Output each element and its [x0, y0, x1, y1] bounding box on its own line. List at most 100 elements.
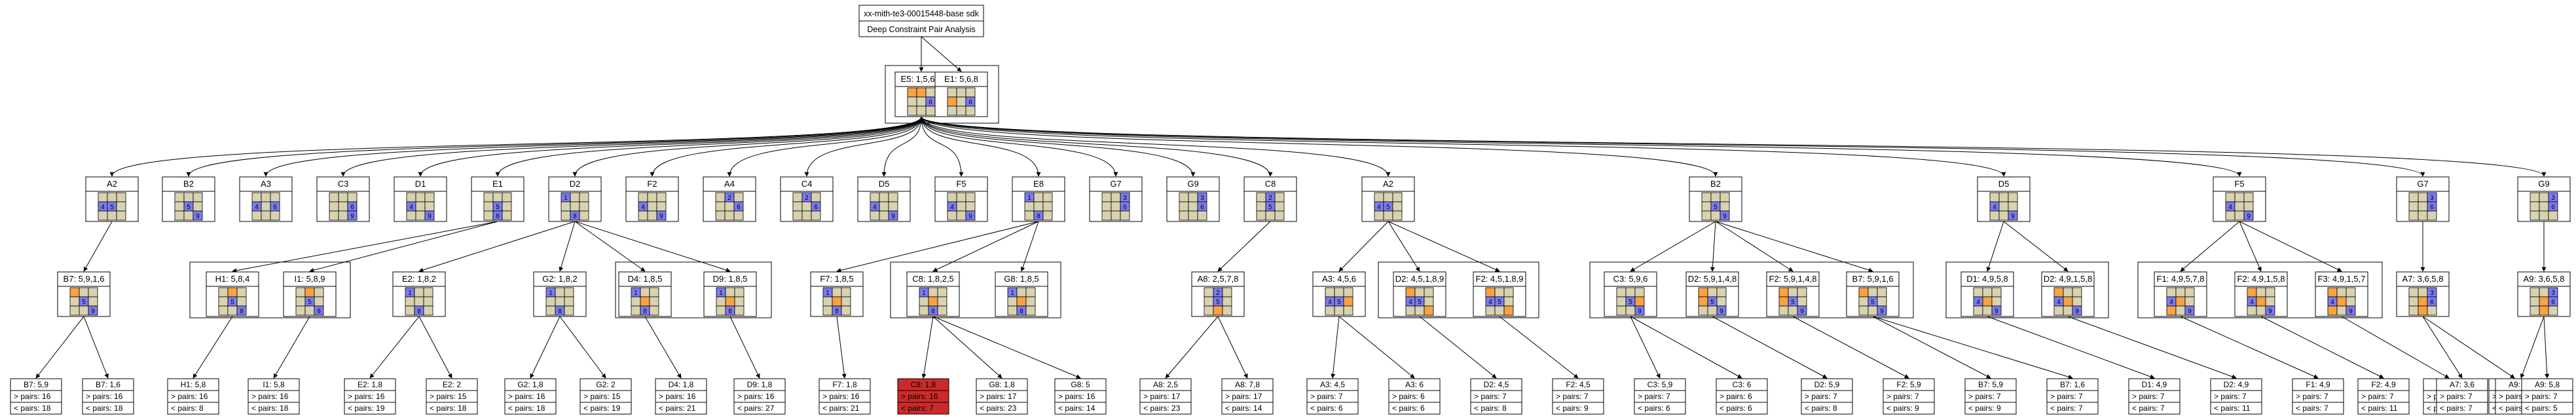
grid-cell: [424, 210, 435, 221]
level2-node: I1: 5,8,958: [283, 271, 337, 317]
grid-cell: [715, 192, 726, 202]
level2-node: H1: 5,8,458: [206, 271, 259, 317]
cell-digit: 1: [719, 290, 723, 297]
node-label: F2: 4,9,1,5,8: [2237, 274, 2285, 284]
level2-node: C8: 1,8,2,518: [906, 271, 960, 317]
grid-cell: [1797, 305, 1807, 316]
grid-cell: [564, 296, 574, 307]
grid-cell: [1998, 201, 2009, 212]
leaf-frame: [655, 378, 707, 415]
grid-cell: [347, 210, 358, 221]
cell-digit: 4: [2330, 299, 2334, 306]
grid-cell: [570, 192, 580, 202]
grid-cell: [107, 210, 117, 221]
grid-cell: [405, 296, 415, 307]
grid-cell: [1042, 201, 1053, 212]
leaf-less-pairs: < pairs: 11: [2361, 404, 2398, 413]
node-label: F5: [956, 179, 966, 189]
leaf-node: G8: 1,8> pairs: 17< pairs: 23: [976, 378, 1028, 415]
grid-cell: [406, 192, 416, 202]
cell-digit: 1: [549, 290, 553, 297]
cell-digit: 5: [1337, 299, 1341, 306]
grid-cell: [1868, 305, 1878, 316]
cell-digit: 5: [1386, 204, 1390, 211]
leaf-node: D4: 1,8> pairs: 16< pairs: 21: [655, 378, 707, 415]
grid-cell: [2265, 305, 2275, 316]
grid-cell: [251, 192, 262, 202]
grid-cell: [1111, 192, 1121, 202]
cell-digit: 6: [2551, 204, 2555, 211]
grid-cell: [649, 287, 659, 297]
leaf-label: B7: 1,6: [2060, 380, 2085, 389]
grid-cell: [423, 305, 433, 316]
node-label: A3: 4,5,6: [1322, 274, 1356, 284]
leaf-label: A3: 6: [1405, 380, 1424, 389]
edge: [921, 116, 2425, 177]
grid-cell: [2256, 296, 2266, 307]
cell-digit: 9: [350, 213, 354, 220]
leaf-less-pairs: < pairs: 21: [822, 404, 860, 413]
grid-cell: [2346, 296, 2356, 307]
edge: [1987, 316, 2155, 379]
grid-cell: [492, 192, 503, 202]
leaf-more-pairs: > pairs: 16: [737, 392, 775, 401]
grid-cell: [1179, 210, 1189, 221]
node-label: D4: 1,8,5: [628, 274, 663, 284]
edge: [836, 221, 1039, 273]
grid-cell: [1998, 210, 2009, 221]
cell-digit: 9: [1800, 308, 1804, 315]
grid-cell: [1877, 296, 1887, 307]
grid-cell: [329, 192, 339, 202]
leaf-frame: [248, 378, 300, 415]
edge: [572, 116, 922, 177]
grid-cell: [2166, 287, 2177, 297]
grid-cell: [1025, 305, 1036, 316]
cell-digit: 6: [814, 204, 818, 211]
cell-digit: 4: [2169, 299, 2173, 306]
grid-cell: [638, 192, 648, 202]
grid-cell: [174, 201, 185, 212]
node-label: A4: [724, 179, 735, 189]
cell-digit: 4: [641, 204, 645, 211]
cell-digit: 4: [255, 204, 259, 211]
grid-cell: [579, 192, 589, 202]
grid-cell: [561, 210, 571, 221]
edge: [921, 116, 2547, 177]
grid-cell: [1007, 296, 1018, 307]
edge: [1388, 221, 1420, 272]
cell-digit: 9: [659, 213, 663, 220]
edge: [1986, 221, 2004, 272]
cell-digit: 4: [1328, 299, 1332, 306]
cell-digit: 3: [2551, 195, 2555, 202]
grid-cell: [1111, 201, 1121, 212]
leaf-label: D1: 4,9: [2142, 380, 2167, 389]
grid-cell: [2265, 287, 2275, 297]
grid-cell: [2548, 305, 2558, 316]
cell-digit: 1: [1027, 195, 1031, 202]
grid-cell: [1778, 287, 1789, 297]
grid-cell: [1334, 305, 1344, 316]
level2-node: D2: 5,9,1,4,859: [1685, 271, 1739, 317]
leaf-label: I1: 5,8: [263, 380, 285, 389]
grid-cell: [937, 296, 948, 307]
cell-digit: 1: [634, 290, 638, 297]
grid-cell: [2184, 305, 2195, 316]
grid-cell: [1716, 305, 1727, 316]
node-label: E8: [1033, 179, 1044, 189]
grid-cell: [251, 210, 262, 221]
grid-cell: [1042, 210, 1053, 221]
edge: [804, 116, 922, 177]
leaf-frame: [580, 378, 632, 415]
grid-cell: [415, 192, 426, 202]
cell-digit: 9: [2247, 213, 2251, 220]
leaf-less-pairs: < pairs: 19: [348, 404, 385, 413]
cell-digit: 5: [110, 204, 114, 211]
grid-cell: [734, 287, 745, 297]
edge: [1630, 221, 1716, 272]
grid-cell: [1325, 287, 1335, 297]
leaf-node: F2: 4,9> pairs: 7< pairs: 11: [2357, 378, 2410, 415]
node-label: A9: 3,6,5,8: [2524, 274, 2565, 284]
cell-digit: 5: [1871, 299, 1875, 306]
